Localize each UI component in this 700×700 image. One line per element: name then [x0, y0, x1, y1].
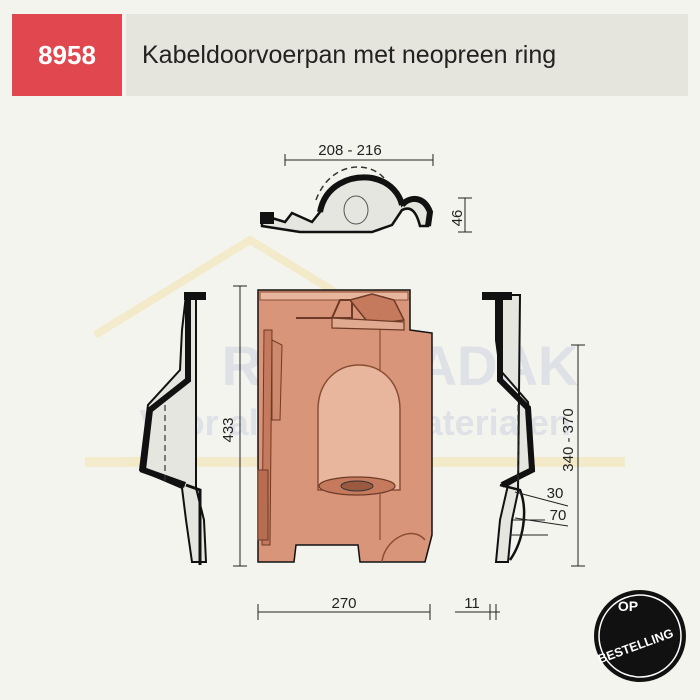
dim-top-height: 46 — [449, 210, 466, 227]
product-code: 8958 — [12, 14, 122, 96]
header: 8958 Kabeldoorvoerpan met neopreen ring — [12, 14, 688, 96]
dim-length: 433 — [220, 417, 237, 442]
profile-arch — [317, 174, 405, 213]
dim-width: 270 — [331, 595, 356, 612]
profile-nib — [260, 212, 274, 224]
profile-roll — [399, 196, 434, 227]
dim-30: 30 — [547, 485, 564, 502]
right-profile-curve — [497, 300, 536, 488]
dim-top-width: 208 - 216 — [318, 142, 381, 159]
profile-dashed-arc — [315, 166, 385, 201]
top-profile-view: 208 - 216 46 — [260, 142, 472, 234]
tile-front-view: 433 270 11 — [220, 285, 500, 620]
dim-range: 340 - 370 — [560, 408, 577, 471]
left-side-profile — [138, 292, 208, 565]
dim-70: 70 — [550, 507, 567, 524]
left-profile-curve — [139, 295, 191, 488]
badge-circle — [594, 590, 686, 682]
product-title: Kabeldoorvoerpan met neopreen ring — [126, 14, 688, 96]
order-badge: OP BESTELLING — [594, 590, 686, 682]
cable-dome — [317, 364, 401, 491]
profile-ring — [343, 195, 369, 225]
dim-thickness: 11 — [464, 595, 480, 612]
badge-line1: OP — [618, 598, 638, 614]
right-side-profile: 340 - 370 30 70 — [482, 292, 585, 567]
